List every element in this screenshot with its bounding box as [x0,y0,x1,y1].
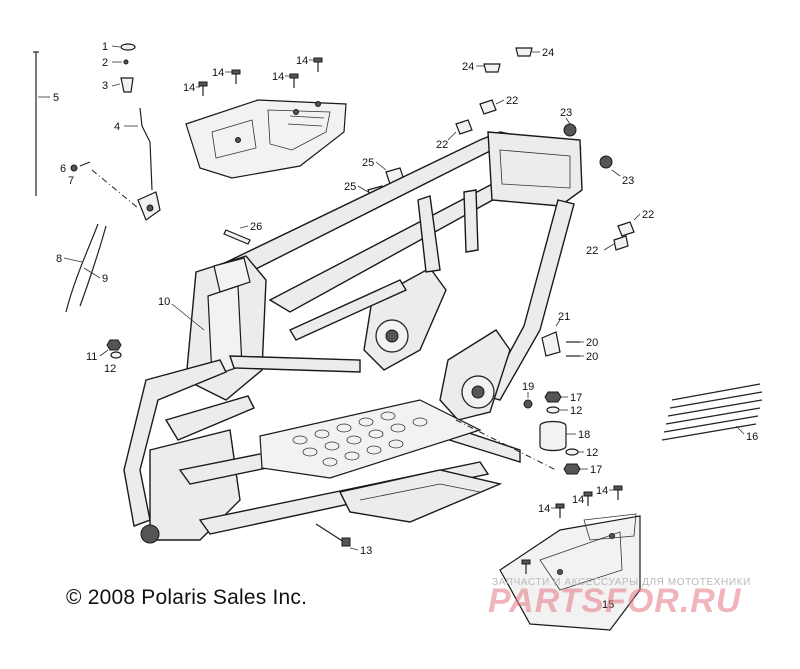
callout-23-b: 23 [622,175,634,187]
part-rod [33,51,39,196]
callout-14-c: 14 [272,71,284,83]
callout-4: 4 [114,121,120,133]
callout-6: 6 [60,163,66,175]
callout-14-g: 14 [596,485,608,497]
callout-25-a: 25 [362,157,374,169]
callout-12-right-lower: 12 [586,447,598,459]
callout-26: 26 [250,221,262,233]
floor-holes [292,411,428,467]
part-right-bracket [541,331,580,357]
callout-15: 15 [602,599,614,611]
copyright-text: 2008 Polaris Sales Inc. [87,586,308,609]
callout-2: 2 [102,57,108,69]
callout-11: 11 [86,351,97,363]
callout-labels: 1 2 3 4 5 6 7 8 9 10 11 12 12 12 [38,41,758,611]
part-mount-stack [523,391,581,475]
callout-7: 7 [68,175,74,187]
part-small-clips [120,43,136,93]
callout-9: 9 [102,273,108,285]
part-nut-washer [106,339,122,359]
callout-20-b: 20 [586,351,598,363]
callout-14-a: 14 [183,82,195,94]
callout-14-f: 14 [572,494,584,506]
part-rear-plate [185,99,347,179]
callout-14-b: 14 [212,67,224,79]
callout-24-a: 24 [462,61,474,73]
callout-19: 19 [522,381,534,393]
callout-1: 1 [102,41,108,53]
callout-10: 10 [158,296,170,308]
part-bolts-bottom [521,485,623,574]
callout-20-a: 20 [586,337,598,349]
part-upper-fasteners [455,99,635,251]
watermark-brand: PARTSFOR.RU [488,582,742,620]
callout-21: 21 [558,311,570,323]
callout-23-a: 23 [560,107,572,119]
callout-18: 18 [578,429,590,441]
part-pin [223,229,251,245]
callout-5: 5 [53,92,59,104]
callout-17-lower: 17 [590,464,602,476]
part-main-frame [123,131,583,544]
copyright-symbol: © [66,586,82,609]
part-bolts-top [198,57,323,96]
callout-14-e: 14 [538,503,550,515]
part-front-plate [499,513,641,631]
callout-13: 13 [360,545,372,557]
callout-12-right-upper: 12 [570,405,582,417]
callout-14-d: 14 [296,55,308,67]
callout-12-left: 12 [104,363,116,375]
callout-3: 3 [102,80,108,92]
copyright-notice: © 2008 Polaris Sales Inc. [66,586,307,610]
callout-22-a: 22 [506,95,518,107]
callout-17-upper: 17 [570,392,582,404]
callout-22-b: 22 [436,139,448,151]
part-grommets [483,47,533,73]
callout-24-b: 24 [542,47,554,59]
callout-16: 16 [746,431,758,443]
callout-22-d: 22 [586,245,598,257]
callout-8: 8 [56,253,62,265]
part-cable-ties [661,383,763,441]
watermark-subtitle: ЗАПЧАСТИ И АКСЕССУАРЫ ДЛЯ МОТОТЕХНИКИ [492,577,751,588]
part-lever-bracket [137,107,161,221]
part-long-bolt [315,523,351,547]
callout-22-c: 22 [642,209,654,221]
callout-25-b: 25 [344,181,356,193]
part-small-bolts [70,161,91,172]
part-cables [65,223,107,313]
